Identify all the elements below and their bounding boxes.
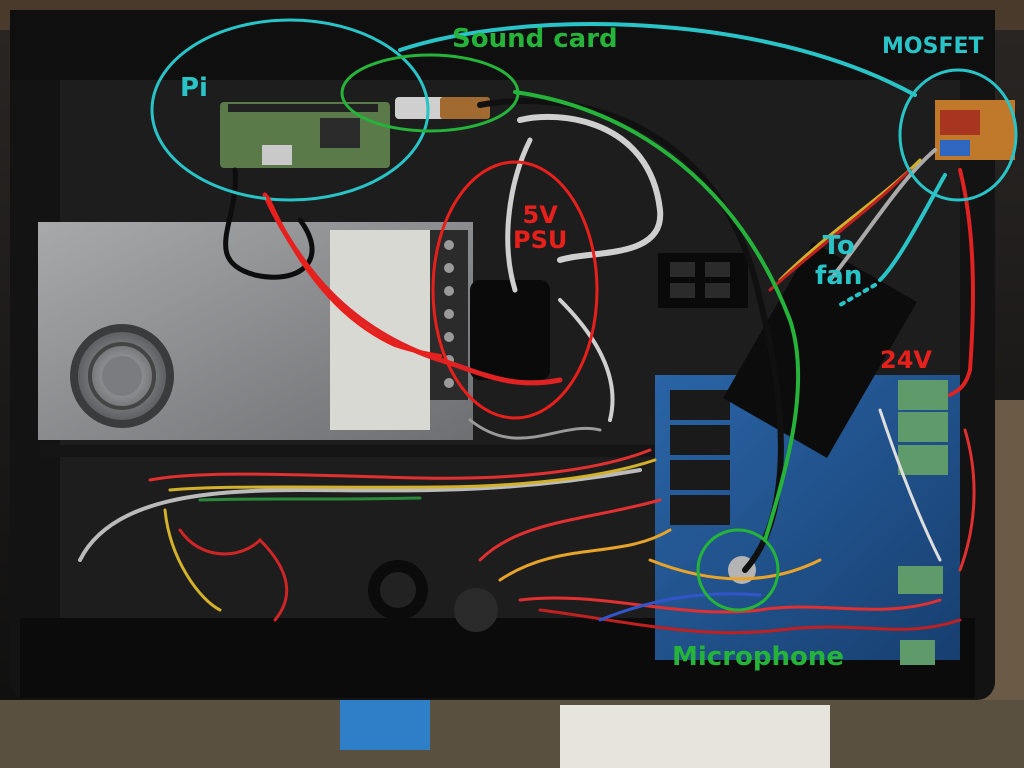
annotation-overlays [150, 18, 1018, 612]
24v-label-text: 24V [880, 346, 932, 374]
paper-bottom [560, 705, 830, 768]
pi-label-text: Pi [180, 73, 208, 103]
psu-label-line2: PSU [513, 226, 568, 255]
psu-label: 5V PSU [513, 201, 568, 255]
blue-box-bottom [340, 700, 430, 750]
sound-card-label-text: Sound card [452, 24, 618, 54]
pi-to-mosfet-line [398, 22, 917, 97]
psu-label-line1: 5V [522, 201, 558, 229]
pi-gpio-header [228, 104, 378, 112]
enclosure-top-rail [10, 10, 995, 80]
pi-to-psu-line [266, 196, 442, 358]
sound-card-to-microphone-line [513, 90, 801, 542]
pi-circle [150, 18, 430, 202]
microphone-label: Microphone [672, 644, 844, 670]
mosfet-circle [898, 68, 1018, 202]
mosfet-label: MOSFET [882, 36, 984, 58]
psu-terminal-screws [444, 240, 454, 388]
microphone-label-text: Microphone [672, 642, 845, 672]
black-connector-block [658, 253, 748, 308]
to-fan-label-line1: To [822, 231, 855, 261]
to-fan-label-line2: fan [815, 260, 863, 291]
pi-chip [320, 118, 360, 148]
mosfet-to-fan-line [878, 173, 947, 282]
24v-label: 24V [880, 348, 932, 372]
to-fan-dotted-line [838, 283, 877, 307]
stepper-driver-modules [670, 390, 730, 525]
black-ribbon-cable [723, 242, 917, 458]
inner-divider [40, 445, 660, 457]
round-connector [454, 588, 498, 632]
usb-sound-card-plug [440, 97, 490, 119]
black-transformer [470, 280, 550, 380]
pi-label: Pi [180, 75, 208, 101]
to-fan-label: To fan [815, 231, 863, 292]
microphone-circle [696, 528, 780, 612]
psu-fan [70, 324, 174, 428]
pi-hdmi-port [262, 145, 292, 165]
floor-bottom [0, 700, 1024, 768]
green-terminal-blocks [898, 380, 948, 665]
sound-card-label: Sound card [452, 26, 618, 52]
mosfet-label-text: MOSFET [882, 34, 984, 59]
psu-circle [431, 160, 599, 420]
